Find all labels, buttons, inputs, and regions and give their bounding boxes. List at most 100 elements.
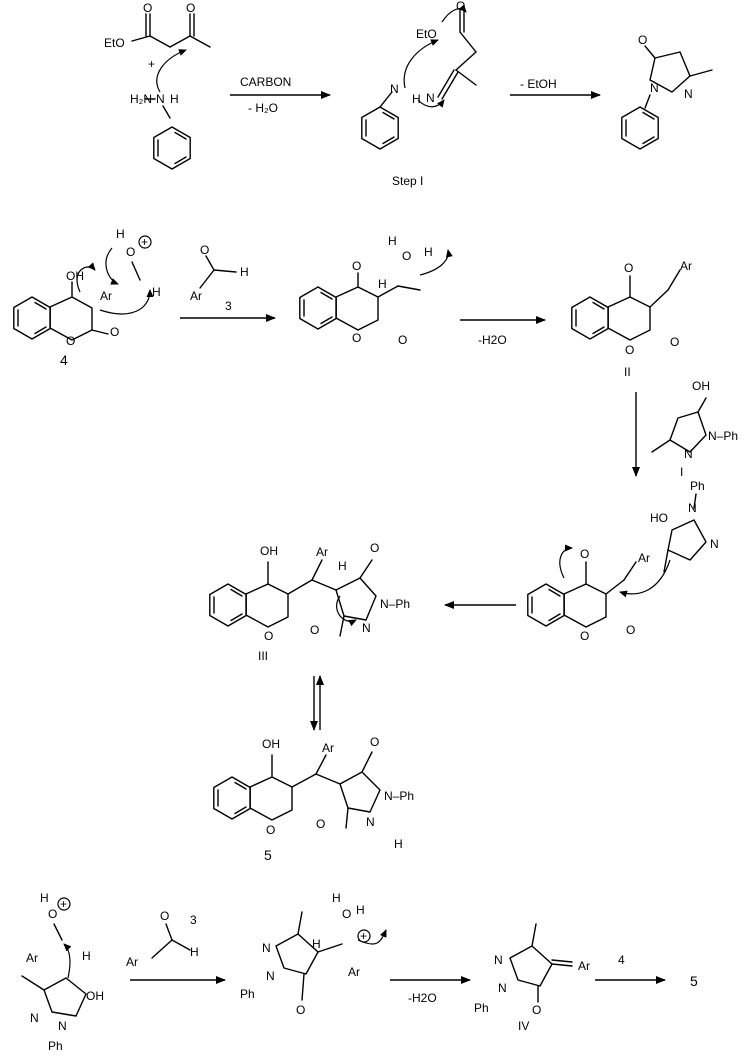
ethoxy-label-2: EtO [416, 27, 437, 41]
i-n: N [684, 447, 693, 461]
h-on-n-label: H [412, 92, 421, 106]
intermediate-IV: N N Ph O Ar IV [474, 923, 590, 1033]
label-III: III [258, 649, 268, 663]
final-product-5: 5 [690, 973, 698, 989]
r4-o: O [48, 907, 57, 921]
ii-ketone-o: O [624, 261, 633, 275]
lactone-o: O [398, 333, 407, 347]
ad-n2: N [266, 969, 275, 983]
coumarin-4-hydroxy: OH O O 4 [13, 262, 119, 368]
ad-plus: + [360, 929, 367, 943]
reagent-o: O [200, 243, 209, 257]
label-IV: IV [518, 1019, 529, 1033]
m-ho: HO [650, 511, 668, 525]
arrow-row4-2: -H2O [390, 976, 471, 1005]
arrow-row4-3: 4 [595, 953, 666, 984]
iii-lactone-o: O [310, 623, 319, 637]
r4-n1: N [30, 1011, 39, 1025]
ester-oxygen: O [143, 1, 152, 15]
r4-ald-h: H [82, 949, 91, 963]
pyrazolone-n: N [684, 87, 693, 101]
reagent-number-3: 3 [225, 299, 232, 313]
amine-label: H₂N [130, 92, 152, 106]
hydroxyl-label: OH [66, 269, 84, 283]
step-1-arrow-2: - EtOH [510, 77, 601, 99]
intermediate-II: O Ar O O II [571, 259, 692, 379]
aldol-adduct: N N Ph O H H O H + Ar [240, 891, 387, 1017]
r4-ph: Ph [48, 1039, 63, 1053]
alpha-h: H [378, 277, 387, 291]
step-1-arrow-1: CARBON - H₂O [230, 75, 331, 115]
n2-label: N [426, 91, 435, 105]
ii-lactone-o: O [670, 335, 679, 349]
arrow-row2-2: -H2O [460, 316, 546, 347]
iv-ph: Ph [474, 1001, 489, 1015]
r4-reagent-ar: Ar [126, 955, 138, 969]
ring-o: O [352, 331, 361, 345]
p5-lactone-o: O [316, 817, 325, 831]
ketone-o: O [352, 259, 361, 273]
water-h1: H [388, 234, 397, 248]
p5-ar: Ar [322, 741, 334, 755]
reagent-aldehyde-3: O Ar H 3 [190, 243, 249, 313]
iii-h: H [338, 559, 347, 573]
p5-n: N [366, 815, 375, 829]
step-1-phenylhydrazine: H₂N N H [130, 49, 191, 170]
reagent-number-4: 4 [618, 953, 625, 967]
ketone-oxygen: O [186, 1, 195, 15]
compound-5-number: 5 [264, 847, 272, 863]
pyrazolone-o: O [638, 33, 647, 47]
intermediate-III: OH Ar O H N–Ph N O O III [209, 541, 410, 663]
ethoxy-label: EtO [104, 36, 125, 50]
minus-water-label-3: -H2O [408, 991, 437, 1005]
iv-o: O [532, 1003, 541, 1017]
h-proton: H [116, 227, 125, 241]
minus-water-label-1: - H₂O [248, 101, 278, 115]
m-ar: Ar [638, 551, 650, 565]
ad-h: H [312, 937, 321, 951]
hydrazine-n: N [156, 92, 165, 106]
iv-n1: N [494, 953, 503, 967]
ad-ph: Ph [240, 987, 255, 1001]
ad-o: O [296, 1003, 305, 1017]
r4-reagent-h: H [190, 945, 199, 959]
ii-ar: Ar [680, 259, 692, 273]
p5-n-ph: N–Ph [384, 789, 414, 803]
coumarin-dione-adduct: O O O H H O H [299, 234, 453, 347]
i-n-ph: N–Ph [708, 429, 738, 443]
ii-ring-o: O [625, 343, 634, 357]
aldehyde-h: H [152, 285, 161, 299]
pyrazolone-n2: N [650, 81, 659, 95]
water-o: O [402, 249, 411, 263]
m-lactone-o: O [626, 623, 635, 637]
lactone-oxygen: O [110, 325, 119, 339]
ad-oh-h1: H [332, 891, 341, 905]
iv-n2: N [498, 981, 507, 995]
r4-plus: + [60, 897, 67, 911]
step-1-pyrazolone-product: O N N [621, 33, 713, 150]
reagent-h: H [240, 265, 249, 279]
m-ketone-o: O [580, 547, 589, 561]
r4-ar: Ar [26, 951, 38, 965]
p5-o: O [370, 735, 379, 749]
r4-reagent-o: O [160, 909, 169, 923]
ar-label: Ar [100, 289, 112, 303]
equilibrium-arrows [310, 675, 324, 731]
i-oh: OH [692, 379, 710, 393]
iii-ar: Ar [316, 545, 328, 559]
r4-oh: OH [86, 989, 104, 1003]
michael-addition-setup: O Ar O O Ph N HO N [527, 479, 719, 643]
hydrazine-h: H [170, 92, 179, 106]
reagent-aldehyde-3-row4: O Ar H 3 [126, 909, 199, 969]
minus-water-label-2: -H2O [478, 333, 507, 347]
m-n2: N [710, 537, 719, 551]
p5-ring-o: O [266, 823, 275, 837]
label-I: I [680, 465, 683, 479]
iii-oh: OH [260, 544, 278, 558]
r4-n2: N [58, 1019, 67, 1033]
ad-ar: Ar [348, 965, 360, 979]
p5-oh: OH [262, 737, 280, 751]
water-h2: H [424, 245, 433, 259]
step-label: Step I [392, 174, 423, 188]
